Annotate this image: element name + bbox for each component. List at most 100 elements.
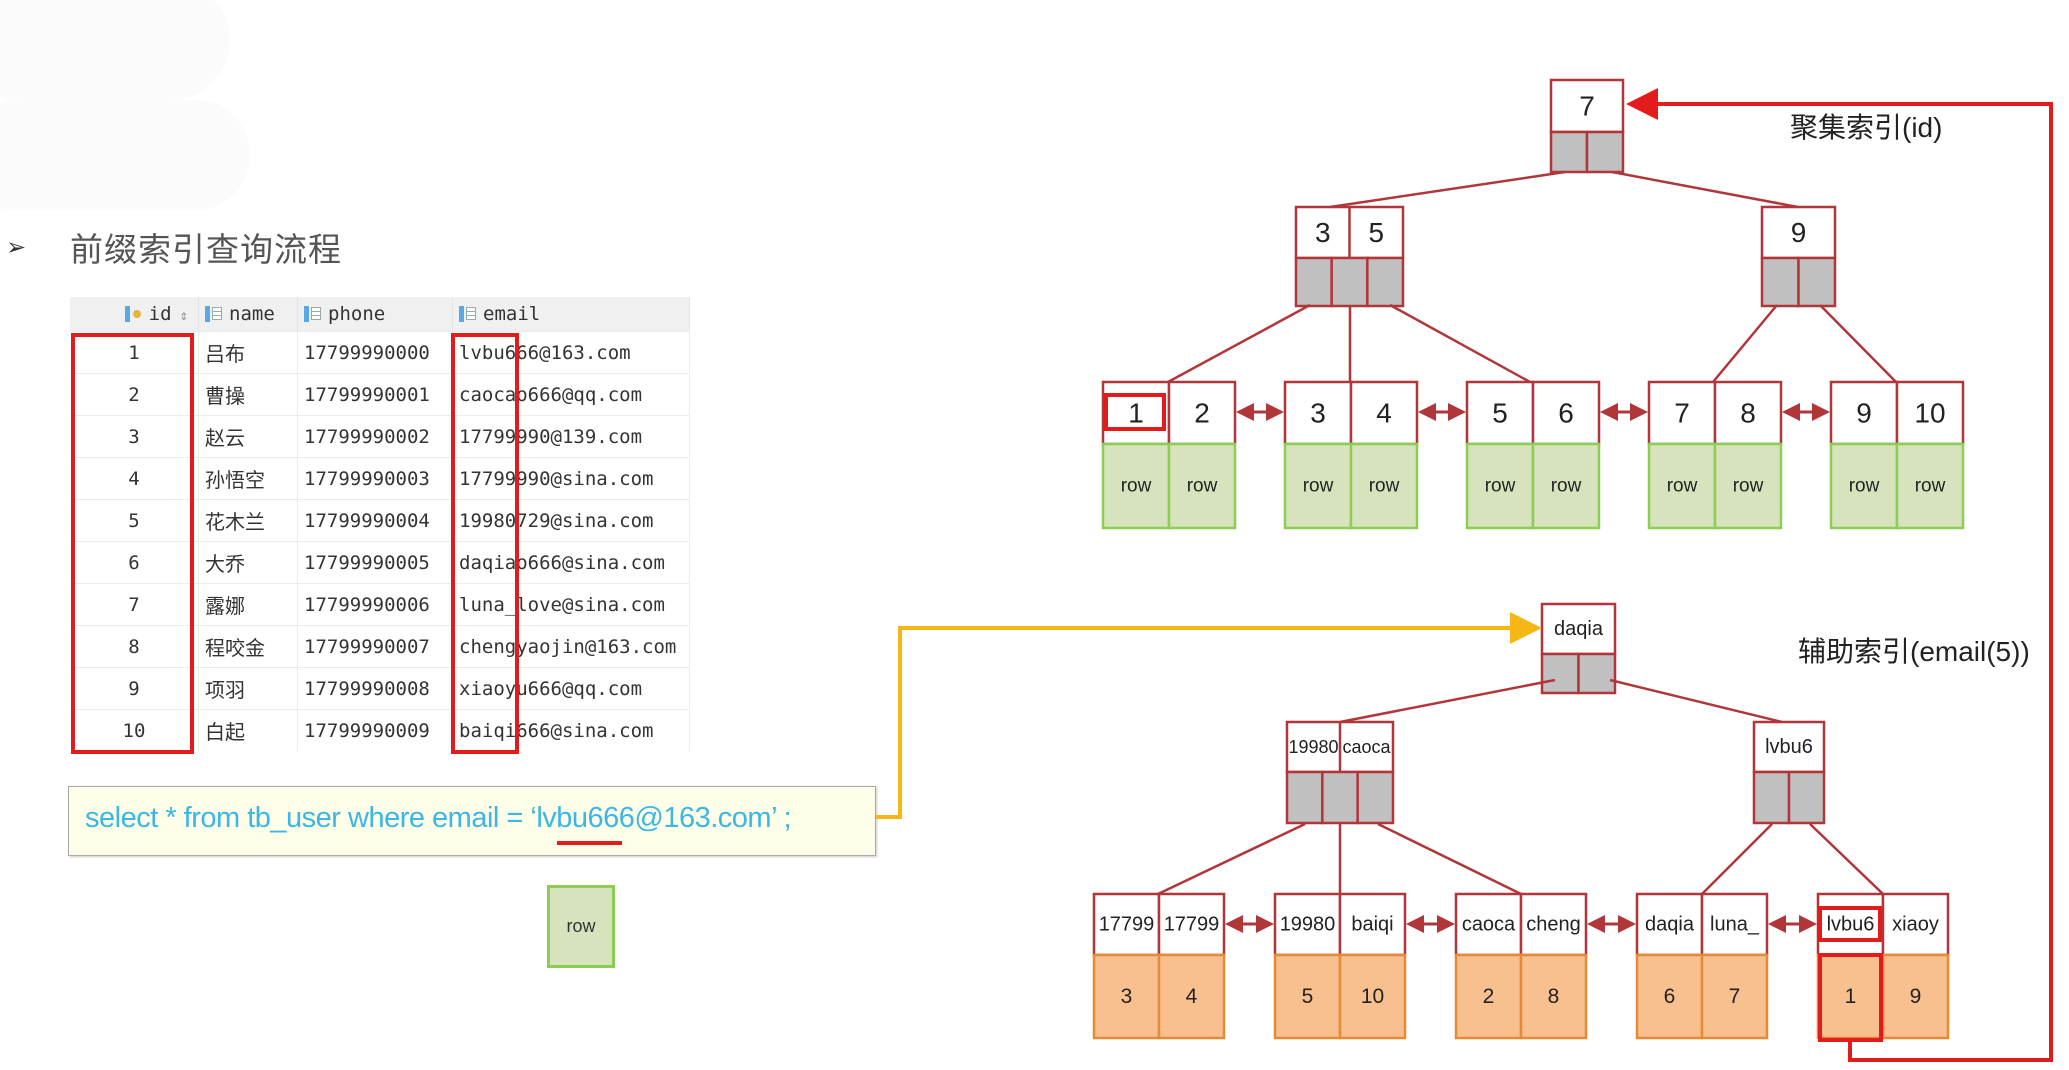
cell-email[interactable]: lvbu666@163.com [452, 331, 690, 374]
cell-name[interactable]: 吕布 [198, 331, 298, 374]
sort-icon[interactable]: ⇕ [179, 308, 188, 324]
cell-email[interactable]: chengyaojin@163.com [452, 625, 690, 668]
cell-phone[interactable]: 17799990005 [297, 541, 453, 584]
column-icon [205, 306, 223, 322]
leaf-value: row [1733, 476, 1764, 497]
cell-email[interactable]: caocao666@qq.com [452, 373, 690, 416]
cell-name[interactable]: 大乔 [198, 541, 298, 584]
cell-phone[interactable]: 17799990001 [297, 373, 453, 416]
cell-phone[interactable]: 17799990008 [297, 667, 453, 710]
leaf-value: 9 [1910, 985, 1922, 1008]
cell-id[interactable]: 5 [70, 499, 199, 542]
cell-id[interactable]: 7 [70, 583, 199, 626]
leaf-key: cheng [1526, 914, 1581, 936]
tree-edge [1389, 303, 1531, 384]
leaf-key-cell [1647, 380, 1717, 446]
clustered-internal-keys [1760, 205, 1837, 260]
leaf-value-cell [1700, 953, 1769, 1040]
cell-id[interactable]: 10 [70, 709, 199, 751]
cell-id[interactable]: 3 [70, 415, 199, 458]
leaf-value-cell [1519, 953, 1588, 1040]
leaf-key-cell [1465, 380, 1535, 446]
column-label: name [229, 303, 275, 325]
leaf-key-cell [1349, 380, 1419, 446]
heading-title: 前缀索引查询流程 [70, 230, 342, 269]
cell-name[interactable]: 程咬金 [198, 625, 298, 668]
cell-phone[interactable]: 17799990003 [297, 457, 453, 500]
leaf-value-cell [1635, 953, 1704, 1040]
cell-phone[interactable]: 17799990000 [297, 331, 453, 374]
cell-id[interactable]: 2 [70, 373, 199, 416]
leaf-key: 19980 [1280, 914, 1336, 936]
cell-name[interactable]: 赵云 [198, 415, 298, 458]
cell-email[interactable]: 17799990@139.com [452, 415, 690, 458]
cell-email[interactable]: baiqi666@sina.com [452, 709, 690, 751]
cell-id[interactable]: 1 [70, 331, 199, 374]
leaf-value-cell [1349, 442, 1419, 530]
leaf-value: 3 [1121, 985, 1133, 1008]
cell-email[interactable]: luna_love@sina.com [452, 583, 690, 626]
leaf-value: row [1485, 476, 1516, 497]
cell-email[interactable]: 19980729@sina.com [452, 499, 690, 542]
tree-edge [1339, 678, 1556, 724]
cell-email[interactable]: daqiao666@sina.com [452, 541, 690, 584]
column-icon [459, 306, 477, 322]
cell-id[interactable]: 6 [70, 541, 199, 584]
cell-name[interactable]: 项羽 [198, 667, 298, 710]
leaf-value-cell [1454, 953, 1523, 1040]
pointer-cell [1797, 256, 1837, 308]
leaf-key: lvbu6 [1827, 914, 1875, 936]
query-path-arrow [876, 612, 1542, 819]
leaf-value-cell [1531, 442, 1601, 530]
cell-phone[interactable]: 17799990007 [297, 625, 453, 668]
leaf-value: 4 [1186, 985, 1198, 1008]
column-header-name[interactable]: name [198, 297, 298, 332]
leaf-key: 5 [1492, 398, 1508, 429]
cell-id[interactable]: 4 [70, 457, 199, 500]
cell-phone[interactable]: 17799990009 [297, 709, 453, 751]
column-header-id[interactable]: id⇕ [70, 297, 199, 332]
cell-email[interactable]: xiaoyu666@qq.com [452, 667, 690, 710]
cell-name[interactable]: 露娜 [198, 583, 298, 626]
leaf-value-cell [1338, 953, 1407, 1040]
leaf-value: 8 [1548, 985, 1560, 1008]
cell-name[interactable]: 白起 [198, 709, 298, 751]
result-row-box: row [547, 885, 615, 968]
pointer-cell [1585, 130, 1625, 174]
column-header-phone[interactable]: phone [297, 297, 453, 332]
leaf-value-cell [1273, 953, 1342, 1040]
pointer-cell [1321, 770, 1359, 825]
cell-phone[interactable]: 17799990002 [297, 415, 453, 458]
cell-name[interactable]: 孙悟空 [198, 457, 298, 500]
node-key: caoca [1342, 737, 1391, 757]
cell-id[interactable]: 8 [70, 625, 199, 668]
leaf-value: 7 [1729, 985, 1741, 1008]
cell-phone[interactable]: 17799990006 [297, 583, 453, 626]
cell-id[interactable]: 9 [70, 667, 199, 710]
leaf-key: 10 [1914, 398, 1945, 429]
pointer-cell [1760, 256, 1800, 308]
leaf-value: row [1303, 476, 1334, 497]
cell-phone[interactable]: 17799990004 [297, 499, 453, 542]
tree-edge [1809, 823, 1884, 895]
cell-name[interactable]: 曹操 [198, 373, 298, 416]
leaf-key: 17799 [1164, 914, 1220, 936]
column-header-email[interactable]: email [452, 297, 690, 332]
cell-name[interactable]: 花木兰 [198, 499, 298, 542]
node-key: lvbu6 [1765, 736, 1813, 758]
leaf-key: 3 [1310, 398, 1326, 429]
cell-email[interactable]: 17799990@sina.com [452, 457, 690, 500]
result-row-label: row [566, 916, 596, 936]
